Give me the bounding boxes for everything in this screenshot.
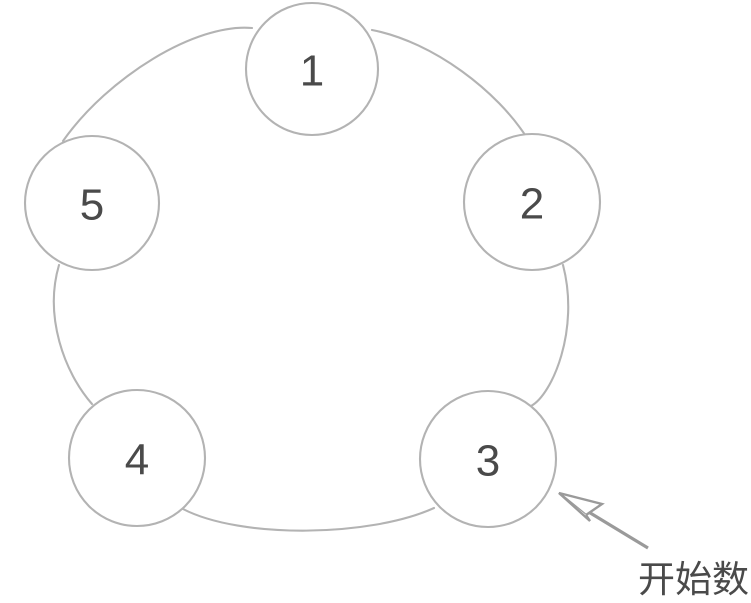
edge-layer	[52, 26, 570, 532]
node-4-label: 4	[125, 436, 149, 485]
node-1-circle[interactable]	[244, 1, 380, 137]
node-3-circle[interactable]	[418, 389, 558, 529]
node-5[interactable]: 5	[23, 134, 161, 272]
node-2-circle[interactable]	[462, 132, 602, 272]
edge-5-to-1	[61, 26, 254, 143]
node-3-label: 3	[476, 437, 500, 486]
node-2-label: 2	[520, 180, 544, 229]
node-2[interactable]: 2	[462, 132, 602, 272]
edge-2-to-3	[529, 263, 570, 408]
node-5-label: 5	[80, 181, 104, 230]
start-pointer-annotation	[558, 491, 649, 550]
start-annotation-label: 开始数	[638, 559, 749, 600]
pointer-arrow-head-inner-icon	[558, 492, 591, 522]
node-1-label: 1	[300, 47, 324, 96]
node-4[interactable]: 4	[67, 388, 207, 528]
edge-1-to-2	[370, 28, 529, 140]
node-1[interactable]: 1	[244, 1, 380, 137]
node-3[interactable]: 3	[418, 389, 558, 529]
node-4-circle[interactable]	[67, 388, 207, 528]
node-layer: 1 2 3 4 5	[23, 1, 602, 529]
edge-3-to-4	[181, 506, 436, 532]
edge-4-to-5	[52, 263, 94, 406]
pointer-shaft-line	[586, 509, 649, 550]
node-5-circle[interactable]	[23, 134, 161, 272]
